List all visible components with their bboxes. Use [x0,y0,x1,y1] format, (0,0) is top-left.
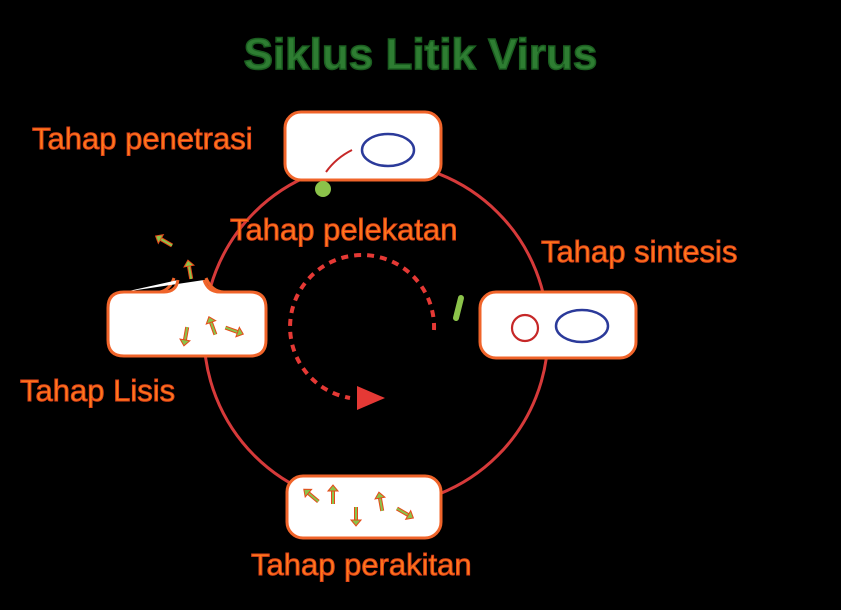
phage-icon [154,233,174,248]
cell-lisis [106,277,268,358]
dna-blue [360,132,416,168]
injected-dna [325,149,353,173]
phage-icon [205,315,218,336]
phage-head [315,181,331,197]
phage-attaching [453,295,464,321]
phage-icon [224,325,245,338]
label-perakitan: Tahap perakitan [251,547,473,583]
label-lisis: Tahap Lisis [19,373,176,409]
label-pelekatan: Tahap pelekatan [230,212,459,248]
phage-icon [303,488,320,504]
phage-icon [179,326,192,347]
cell-penetrasi [283,110,443,197]
phage-icon [395,506,415,521]
phage-icon [374,491,387,512]
label-sintesis: Tahap sintesis [540,234,738,270]
rotation-arrowhead [357,386,385,410]
dna-blue [554,308,610,344]
phage-icon [183,259,196,280]
dna-red [510,313,540,343]
page-title: Siklus Litik Virus [243,29,598,80]
phage-group [154,233,415,527]
label-penetrasi: Tahap penetrasi [32,121,254,157]
phage-icon [349,507,363,527]
phage-icon [326,484,340,504]
rotation-arrow [288,253,437,400]
cell-sintesis [478,290,638,360]
cell-perakitan [285,474,443,540]
